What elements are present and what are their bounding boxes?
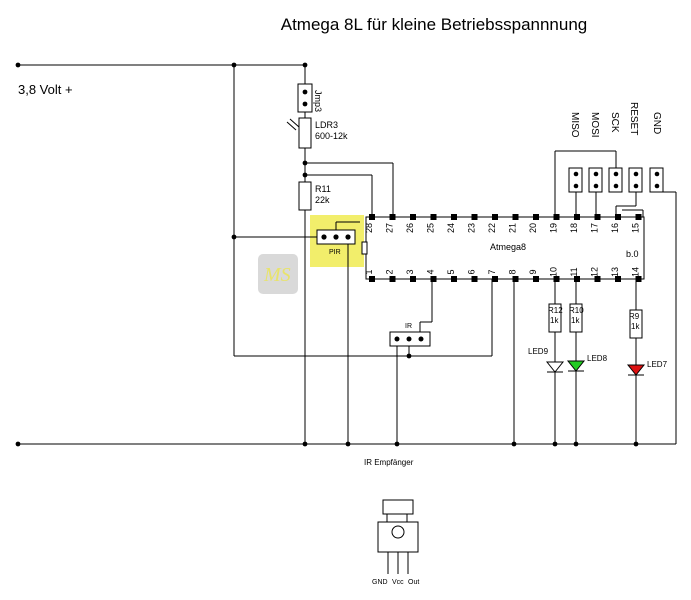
- ir-label: IR: [405, 323, 412, 330]
- bottom-pin-label-2: 2: [385, 269, 395, 274]
- r11-label: R11: [315, 184, 331, 194]
- bottom-pin-marker-6: [471, 276, 478, 282]
- top-pin-marker-26: [410, 214, 416, 220]
- bottom-pin-marker-11: [574, 276, 580, 282]
- bottom-pin-marker-9: [533, 276, 539, 282]
- top-pin-marker-22: [492, 214, 498, 220]
- logo-text: MS: [263, 264, 291, 286]
- ldr3-resistor: [298, 117, 312, 149]
- top-pin-marker-21: [512, 214, 519, 220]
- bottom-pin-marker-14: [635, 276, 642, 282]
- r10-value: 1k: [571, 316, 580, 325]
- top-pin-marker-23: [471, 214, 478, 220]
- isp-header: [568, 167, 664, 193]
- bottom-pin-marker-12: [594, 276, 601, 282]
- top-pin-label-17: 17: [590, 223, 600, 233]
- r10-label: R10: [569, 306, 584, 315]
- bottom-pin-label-12: 12: [590, 267, 600, 277]
- top-pin-label-27: 27: [385, 223, 395, 233]
- isp-reset-label: RESET: [628, 102, 639, 135]
- bottom-pin-label-7: 7: [487, 269, 497, 274]
- isp-miso-label: MISO: [569, 112, 580, 138]
- supply-label: 3,8 Volt +: [18, 82, 73, 97]
- atmega8-chip: Atmega8 b.0: [361, 216, 645, 280]
- bottom-pin-marker-10: [553, 276, 560, 282]
- r11-value: 22k: [315, 195, 330, 205]
- bottom-pin-label-9: 9: [528, 269, 538, 274]
- top-pin-label-18: 18: [569, 223, 579, 233]
- bottom-pin-label-3: 3: [405, 269, 415, 274]
- bottom-pin-marker-1: [369, 276, 375, 282]
- led9-diode: [545, 361, 565, 373]
- isp-mosi-label: MOSI: [589, 112, 600, 138]
- top-pin-marker-19: [553, 214, 560, 220]
- top-pin-label-15: 15: [631, 223, 641, 233]
- bottom-pin-label-11: 11: [569, 267, 579, 276]
- bottom-pin-marker-3: [410, 276, 416, 282]
- bottom-pin-marker-4: [430, 276, 437, 282]
- r9-value: 1k: [631, 322, 640, 331]
- top-pin-label-20: 20: [528, 223, 538, 233]
- chip-version: b.0: [626, 249, 639, 259]
- bottom-pin-label-13: 13: [610, 267, 620, 277]
- top-pin-marker-24: [451, 214, 457, 220]
- top-pin-marker-20: [533, 214, 539, 220]
- top-pin-marker-16: [615, 214, 621, 220]
- ms-logo: MS: [258, 254, 298, 294]
- jmp3-label: Jmp3: [313, 90, 323, 112]
- ir-pin-gnd: GND: [372, 579, 388, 586]
- top-pin-marker-27: [389, 214, 396, 220]
- bottom-pin-marker-2: [389, 276, 396, 282]
- bottom-pin-label-5: 5: [446, 269, 456, 274]
- top-pin-label-22: 22: [487, 223, 497, 233]
- pir-label: PIR: [329, 249, 341, 256]
- top-pin-label-23: 23: [467, 223, 477, 233]
- chip-top-pins: 28 27 26 25 24 23 22 21 20 19 18 17 16 15: [364, 214, 642, 233]
- ir-receiver-component: [377, 499, 419, 574]
- top-pin-label-21: 21: [508, 223, 518, 233]
- led8-label: LED8: [587, 354, 608, 363]
- r12-value: 1k: [550, 316, 559, 325]
- top-pin-marker-18: [574, 214, 580, 220]
- bottom-pin-label-1: 1: [364, 269, 374, 274]
- isp-sck-label: SCK: [609, 112, 620, 133]
- top-pin-label-24: 24: [446, 223, 456, 233]
- title: Atmega 8L für kleine Betriebsspannnung: [281, 15, 588, 34]
- led7-diode: [626, 364, 646, 376]
- top-pin-marker-15: [635, 214, 642, 220]
- led8-diode: [566, 360, 586, 372]
- bottom-pin-marker-13: [615, 276, 621, 282]
- bottom-pin-label-10: 10: [549, 267, 559, 277]
- jmp3-jumper: [297, 83, 313, 113]
- top-pin-marker-17: [594, 214, 601, 220]
- top-pin-label-19: 19: [549, 223, 559, 233]
- bottom-pin-marker-8: [512, 276, 519, 282]
- isp-gnd-label: GND: [651, 112, 662, 134]
- ir-pin-out: Out: [408, 579, 419, 586]
- bottom-pin-label-8: 8: [508, 269, 518, 274]
- top-pin-label-16: 16: [610, 223, 620, 233]
- r12-label: R12: [548, 306, 563, 315]
- chip-name: Atmega8: [490, 242, 526, 252]
- bottom-pin-label-4: 4: [426, 269, 436, 274]
- bottom-pin-label-14: 14: [631, 267, 641, 277]
- bottom-pin-marker-7: [492, 276, 498, 282]
- led9-label: LED9: [528, 347, 549, 356]
- r9-label: R9: [629, 312, 640, 321]
- ldr3-value: 600-12k: [315, 131, 348, 141]
- top-pin-marker-25: [430, 214, 437, 220]
- top-pin-marker-28: [369, 214, 375, 220]
- top-pin-label-26: 26: [405, 223, 415, 233]
- top-pin-label-25: 25: [426, 223, 436, 233]
- ldr3-label: LDR3: [315, 120, 338, 130]
- ir-pin-vcc: Vcc: [392, 579, 404, 586]
- top-pin-label-28: 28: [364, 223, 374, 233]
- led7-label: LED7: [647, 360, 668, 369]
- bottom-pin-marker-5: [451, 276, 457, 282]
- r11-resistor: [298, 181, 312, 211]
- bottom-pin-label-6: 6: [467, 269, 477, 274]
- ir-receiver-title: IR Empfänger: [364, 458, 414, 467]
